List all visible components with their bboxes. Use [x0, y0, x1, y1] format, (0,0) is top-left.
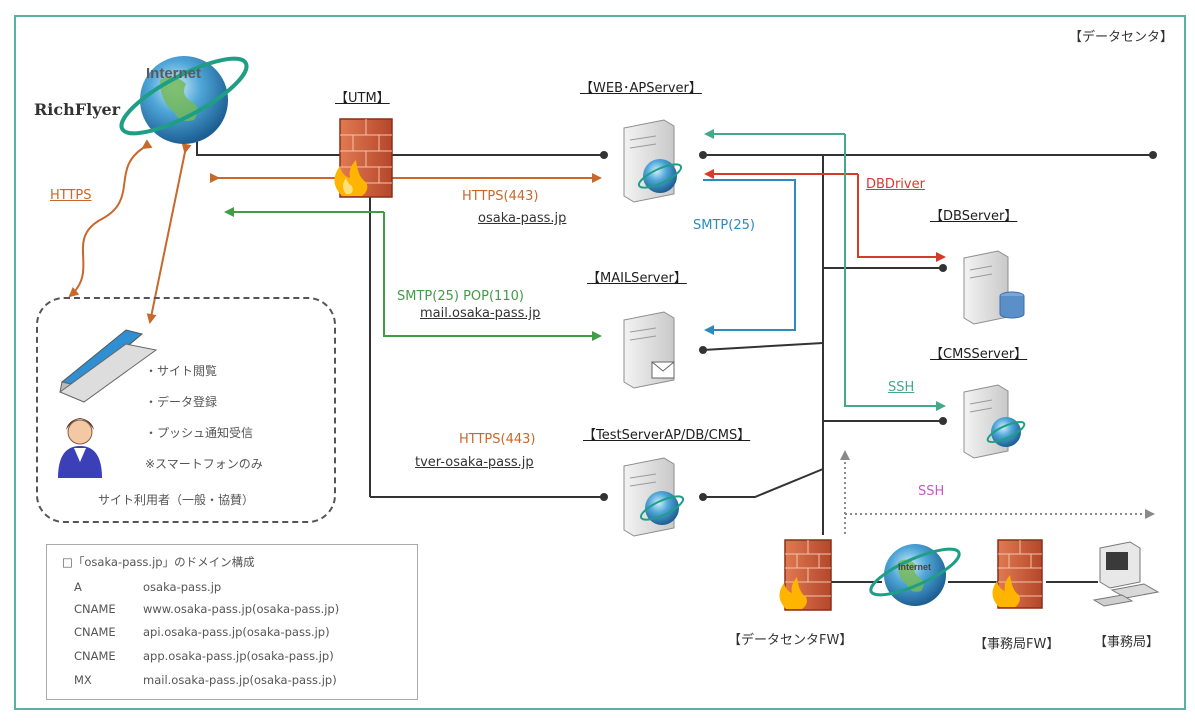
mail-to-bus-line	[702, 342, 824, 351]
test-server-label: 【TestServerAP/DB/CMS】	[583, 428, 751, 443]
domain-config-box	[46, 544, 418, 700]
web-server-label: 【WEB･APServer】	[580, 81, 702, 96]
test-domain-label: tver-osaka-pass.jp	[415, 455, 534, 470]
db-arrows	[704, 169, 946, 262]
mail-domain-label: mail.osaka-pass.jp	[420, 306, 541, 321]
https443-web-label: HTTPS(443)	[462, 189, 539, 204]
internet-label: Internet	[146, 65, 202, 82]
internet-small-globe-icon	[869, 544, 961, 606]
smtp25-label: SMTP(25)	[693, 218, 755, 233]
datacenter-firewall-icon	[779, 539, 832, 611]
office-ssh-dotted	[840, 450, 1155, 534]
ssh-arrows	[704, 129, 946, 411]
https-arrows	[68, 139, 602, 324]
site-user-box	[36, 297, 336, 523]
web-domain-label: osaka-pass.jp	[478, 211, 567, 226]
dbdriver-label: DBDriver	[866, 177, 925, 192]
domain-row-type: A	[74, 580, 82, 594]
https-label: HTTPS	[50, 188, 92, 203]
domain-row-value: app.osaka-pass.jp(osaka-pass.jp)	[143, 649, 334, 663]
domain-row-type: MX	[74, 673, 92, 687]
line-endpoints	[600, 151, 1157, 501]
test-server-icon	[623, 457, 685, 537]
db-server-icon	[963, 250, 1025, 325]
user-box-caption: サイト利用者（一般・協賛）	[98, 493, 255, 507]
internet-to-web-line	[196, 80, 604, 156]
domain-row-type: CNAME	[74, 602, 116, 616]
domain-row-value: osaka-pass.jp	[143, 580, 222, 594]
db-server-label: 【DBServer】	[930, 209, 1018, 224]
domain-row-type: CNAME	[74, 649, 116, 663]
user-item-smartphone-note: ※スマートフォンのみ	[145, 457, 263, 471]
user-item-register: ・データ登録	[145, 395, 218, 409]
cms-server-icon	[963, 384, 1026, 459]
web-server-icon	[623, 119, 683, 203]
mail-server-label: 【MAILServer】	[587, 271, 687, 286]
domain-row-value: mail.osaka-pass.jp(osaka-pass.jp)	[143, 673, 337, 687]
user-item-browse: ・サイト閲覧	[145, 364, 218, 378]
office-label: 【事務局】	[1094, 635, 1160, 650]
office-firewall-icon	[992, 539, 1043, 609]
https-user-arrow	[146, 143, 192, 324]
https-zigzag-arrow	[68, 139, 153, 298]
internet-globe-icon	[119, 56, 249, 144]
https443-test-label: HTTPS(443)	[459, 432, 536, 447]
mail-server-icon	[623, 311, 675, 389]
ssh-cms-label: SSH	[888, 380, 915, 395]
test-to-bus-line	[703, 468, 824, 498]
domain-row-value: www.osaka-pass.jp(osaka-pass.jp)	[143, 602, 340, 616]
laptop-icon	[58, 329, 158, 403]
office-fw-label: 【事務局FW】	[974, 637, 1060, 652]
datacenter-fw-label: 【データセンタFW】	[728, 633, 853, 648]
mail-in-arrow	[383, 212, 602, 341]
user-avatar-icon	[58, 418, 102, 478]
internet-small-label: Internet	[898, 562, 932, 572]
ssh-cms-arrow	[844, 134, 946, 411]
smtp25-arrow	[703, 179, 796, 335]
domain-row-value: api.osaka-pass.jp(osaka-pass.jp)	[143, 625, 330, 639]
datacenter-label: 【データセンタ】	[1068, 30, 1173, 45]
datacenter-frame	[14, 15, 1186, 710]
smtp-pop-label: SMTP(25) POP(110)	[397, 289, 524, 304]
brand-label: RichFlyer	[34, 100, 121, 119]
domain-box-title: □「osaka-pass.jp」のドメイン構成	[62, 555, 255, 569]
domain-row-type: CNAME	[74, 625, 116, 639]
utm-label: 【UTM】	[335, 91, 390, 106]
office-pc-icon	[1092, 541, 1160, 607]
db-conn-arrow	[857, 174, 946, 262]
ssh-office-label: SSH	[918, 484, 945, 499]
mail-arrows	[224, 207, 602, 341]
user-item-push: ・プッシュ通知受信	[145, 426, 254, 440]
cms-server-label: 【CMSServer】	[930, 347, 1028, 362]
utm-firewall-icon	[334, 118, 393, 198]
